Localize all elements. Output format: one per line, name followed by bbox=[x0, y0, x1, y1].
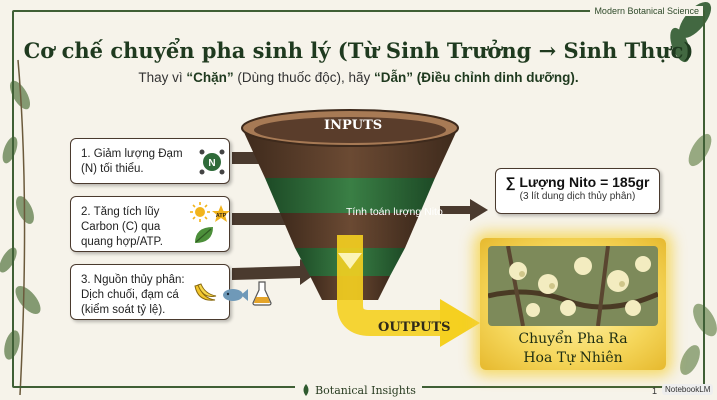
step-box-1: 1. Giảm lượng Đạm (N) tối thiểu. N bbox=[70, 138, 230, 184]
calc-label: Tính toán lượng Nito bbox=[346, 206, 443, 218]
nitrogen-total-note: (3 lít dung dịch thủy phân) bbox=[519, 191, 636, 202]
atp-icon: ATP bbox=[212, 205, 230, 222]
flask-icon bbox=[252, 281, 272, 306]
arrow-step-3 bbox=[232, 259, 318, 285]
step-2-line1: 2. Tăng tích lũy bbox=[81, 206, 160, 218]
fish-icon bbox=[223, 289, 248, 301]
leaf-logo-icon bbox=[303, 384, 309, 396]
nitrogen-icon: N bbox=[199, 149, 225, 175]
nitrogen-total-box: ∑ Lượng Nito = 185gr (3 lít dung dịch th… bbox=[495, 168, 660, 214]
subtitle-mid: (Dùng thuốc độc), hãy bbox=[233, 70, 374, 85]
flowering-photo bbox=[488, 246, 658, 326]
step-1-line1: 1. Giảm lượng Đạm bbox=[81, 148, 183, 160]
svg-text:N: N bbox=[208, 158, 215, 169]
step-box-2: 2. Tăng tích lũy Carbon (C) qua quang hợ… bbox=[70, 196, 230, 252]
arrow-step-2 bbox=[232, 206, 308, 232]
notebooklm-badge: NotebookLM bbox=[662, 384, 714, 395]
leaf-icon bbox=[195, 227, 213, 243]
svg-text:ATP: ATP bbox=[216, 213, 227, 219]
nitrogen-total: ∑ Lượng Nito = 185gr bbox=[505, 174, 650, 190]
inputs-label: INPUTS bbox=[324, 118, 383, 133]
outputs-label: OUTPUTS bbox=[378, 320, 451, 335]
leaf-decoration-right bbox=[670, 1, 717, 375]
sun-icon bbox=[190, 202, 210, 222]
footer-brand: Botanical Insights bbox=[315, 384, 416, 397]
step-2-line3: quang hợp/ATP. bbox=[81, 235, 163, 248]
funnel bbox=[241, 109, 459, 300]
step-box-3: 3. Nguồn thủy phân: Dịch chuối, đạm cá (… bbox=[70, 264, 230, 320]
banana-icon bbox=[194, 283, 217, 301]
page-number: 1 bbox=[652, 386, 658, 396]
step-3-line3: (kiểm soát tỷ lệ). bbox=[81, 303, 166, 316]
subtitle-rest: (Điều chỉnh dinh dưỡng). bbox=[413, 70, 579, 85]
flowering-output-card: Chuyển Pha Ra Hoa Tự Nhiên bbox=[480, 238, 666, 370]
step-3-line1: 3. Nguồn thủy phân: bbox=[81, 274, 185, 286]
output-caption: Chuyển Pha Ra Hoa Tự Nhiên bbox=[480, 330, 666, 368]
step-3-line2: Dịch chuối, đạm cá bbox=[81, 288, 179, 301]
subtitle-lead: “Dẫn” bbox=[373, 70, 413, 85]
step-1-line2: (N) tối thiểu. bbox=[81, 162, 144, 175]
brand-label: Modern Botanical Science bbox=[590, 6, 703, 16]
footer: Botanical Insights bbox=[0, 384, 717, 397]
slide-subtitle: Thay vì “Chặn” (Dùng thuốc độc), hãy “Dẫ… bbox=[0, 70, 717, 85]
subtitle-prefix: Thay vì bbox=[138, 70, 187, 85]
output-caption-line2: Hoa Tự Nhiên bbox=[523, 349, 623, 366]
output-caption-line1: Chuyển Pha Ra bbox=[518, 331, 628, 347]
output-arrow bbox=[337, 235, 480, 347]
slide-title: Cơ chế chuyển pha sinh lý (Từ Sinh Trưởn… bbox=[23, 38, 694, 63]
arrow-to-result bbox=[440, 199, 488, 221]
subtitle-block: “Chặn” bbox=[186, 70, 234, 85]
step-2-line2: Carbon (C) qua bbox=[81, 220, 161, 233]
